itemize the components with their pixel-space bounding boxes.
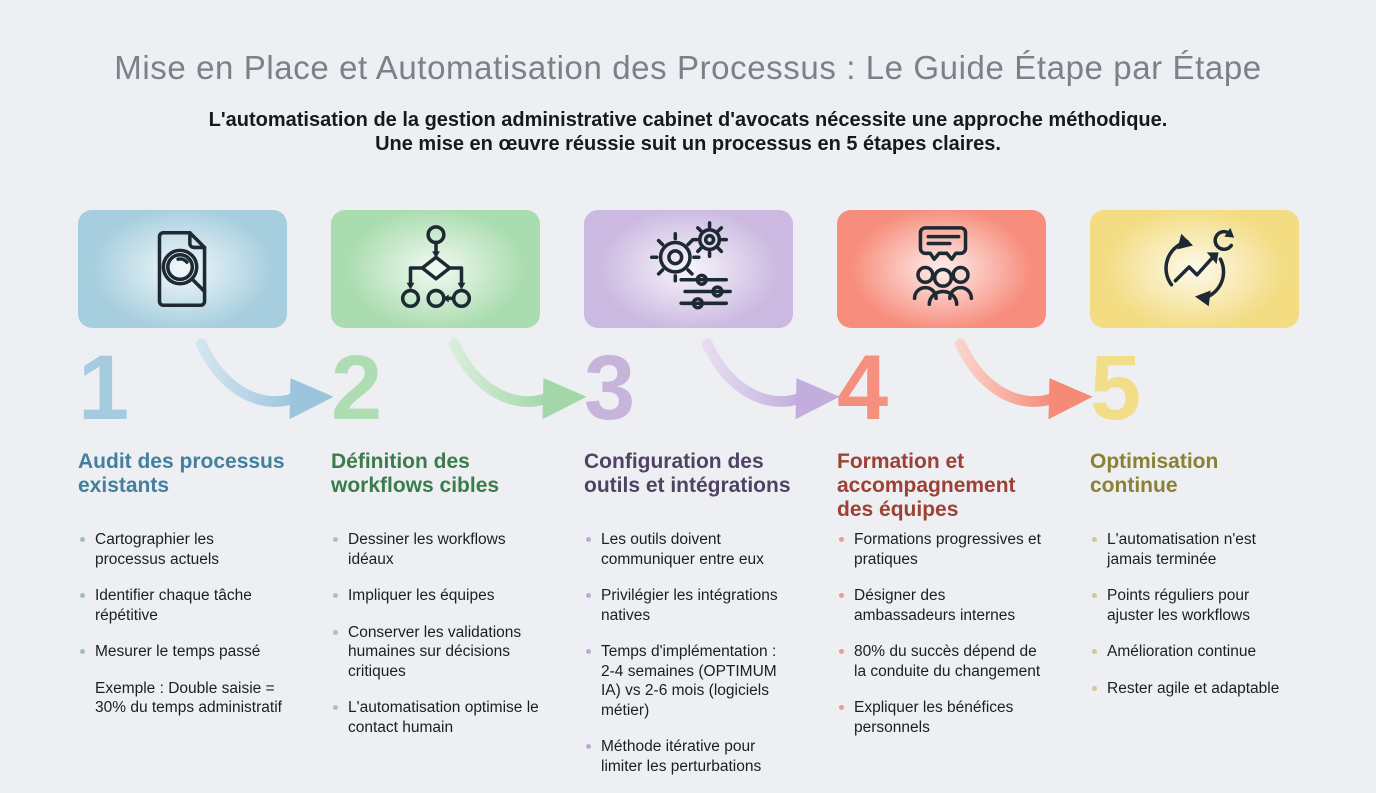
bullet-item: 80% du succès dépend de la conduite du c… (837, 642, 1046, 681)
bullet-dot (586, 649, 591, 654)
bullet-dot (839, 537, 844, 542)
bullet-item: Cartographier les processus actuels (78, 530, 287, 569)
bullet-dot (80, 686, 85, 691)
step-2-icon-card (331, 210, 540, 328)
bullet-item: Les outils doivent communiquer entre eux (584, 530, 793, 569)
step-3-column: 3 Configuration des outils et intégratio… (584, 210, 840, 793)
bullet-dot (586, 593, 591, 598)
bullet-item: Privilégier les intégrations natives (584, 586, 793, 625)
document-search-icon (157, 230, 206, 308)
step-heading: Formation et accompagnement des équipes (837, 450, 1016, 521)
bullet-dot (839, 593, 844, 598)
bullet-item: Points réguliers pour ajuster les workfl… (1090, 586, 1299, 625)
bullet-dot (80, 649, 85, 654)
step-heading: Définition des workflows cibles (331, 450, 500, 497)
step-5-icon-card (1090, 210, 1299, 328)
bullet-dot (333, 593, 338, 598)
bullet-item: Méthode itérative pour limiter les pertu… (584, 737, 793, 776)
bullet-item: Temps d'implémentation : 2-4 semaines (O… (584, 642, 793, 720)
bullet-dot (333, 705, 338, 710)
infographic-page: Mise en Place et Automatisation des Proc… (0, 0, 1376, 775)
step-4-icon-card (837, 210, 1046, 328)
bullet-item: Amélioration continue (1090, 642, 1299, 662)
step-1-column: 1 Audit des processus existants Cartogra… (78, 210, 334, 793)
steps-row: 1 Audit des processus existants Cartogra… (78, 210, 1299, 793)
bullet-dot (586, 537, 591, 542)
step-heading: Optimisation continue (1090, 450, 1219, 497)
continuous-optimization-icon (1163, 227, 1234, 307)
step-number: 2 (331, 337, 382, 439)
page-title: Mise en Place et Automatisation des Proc… (114, 49, 1262, 86)
step-number: 3 (584, 337, 635, 439)
step-5-column: 5 Optimisation continue L'automatisation… (1090, 210, 1299, 793)
bullet-item: Impliquer les équipes (331, 586, 540, 606)
bullet-dot (1092, 649, 1097, 654)
subtitle-line-2: Une mise en œuvre réussie suit un proces… (375, 132, 1001, 155)
bullet-dot (1092, 537, 1097, 542)
gears-settings-icon (649, 221, 732, 310)
step-number: 1 (78, 337, 129, 439)
bullet-dot (839, 705, 844, 710)
step-4-column: 4 Formation et accompagnement des équipe… (837, 210, 1093, 793)
bullet-dot (1092, 593, 1097, 598)
team-chat-icon (912, 226, 973, 307)
bullet-dot (839, 649, 844, 654)
step-2-column: 2 Définition des workflows cibles Dessin… (331, 210, 587, 793)
step-number: 5 (1090, 337, 1141, 439)
bullet-dot (586, 744, 591, 749)
bullet-dot (80, 537, 85, 542)
step-bullet-list: L'automatisation n'est jamais terminée P… (1090, 530, 1299, 698)
header: Mise en Place et Automatisation des Proc… (0, 0, 1376, 156)
bullet-item: Dessiner les workflows idéaux (331, 530, 540, 569)
step-bullet-list: Les outils doivent communiquer entre eux… (584, 530, 793, 776)
step-heading: Audit des processus existants (78, 450, 285, 497)
bullet-item: Mesurer le temps passé (78, 642, 287, 662)
step-bullet-list: Cartographier les processus actuels Iden… (78, 530, 287, 718)
bullet-item: Conserver les validations humaines sur d… (331, 623, 540, 682)
bullet-dot (333, 537, 338, 542)
bullet-item: Désigner des ambassadeurs internes (837, 586, 1046, 625)
bullet-dot (333, 629, 338, 635)
bullet-dot (80, 593, 85, 598)
bullet-item: Exemple : Double saisie = 30% du temps a… (78, 679, 287, 718)
subtitle-line-1: L'automatisation de la gestion administr… (208, 108, 1168, 131)
bullet-item: Expliquer les bénéfices personnels (837, 698, 1046, 737)
bullet-item: L'automatisation n'est jamais terminée (1090, 530, 1299, 569)
bullet-item: L'automatisation optimise le contact hum… (331, 698, 540, 737)
bullet-item: Formations progressives et pratiques (837, 530, 1046, 569)
bullet-item: Rester agile et adaptable (1090, 679, 1299, 699)
bullet-dot (1092, 685, 1097, 691)
step-bullet-list: Formations progressives et pratiques Dés… (837, 530, 1046, 737)
step-1-icon-card (78, 210, 287, 328)
workflow-flowchart-icon (400, 225, 471, 309)
step-heading: Configuration des outils et intégrations (584, 450, 791, 497)
page-subtitle: L'automatisation de la gestion administr… (0, 108, 1376, 157)
step-3-icon-card (584, 210, 793, 328)
step-bullet-list: Dessiner les workflows idéaux Impliquer … (331, 530, 540, 737)
bullet-item: Identifier chaque tâche répétitive (78, 586, 287, 625)
step-number: 4 (837, 337, 888, 439)
